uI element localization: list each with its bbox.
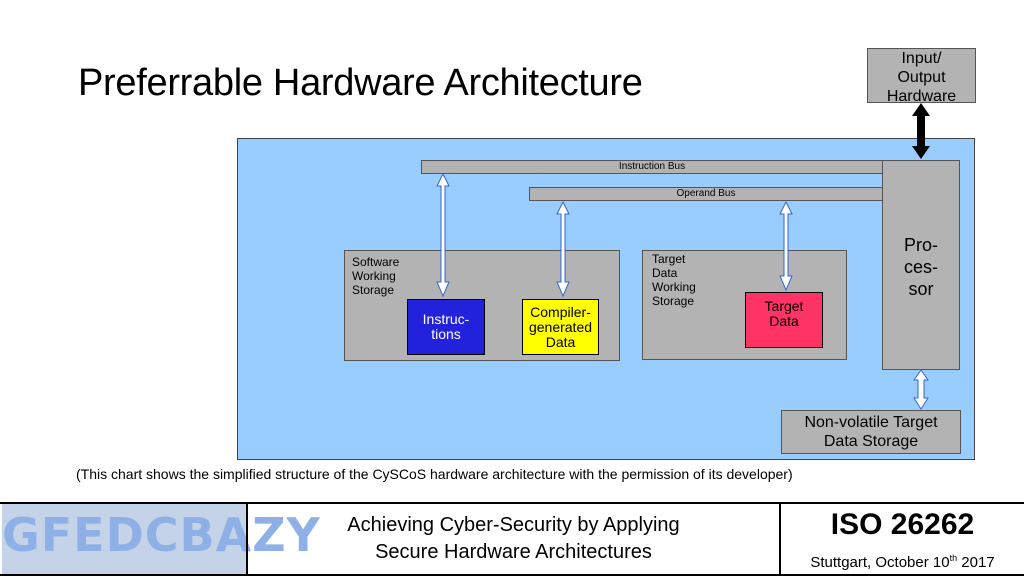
arrow-operand-bus-compiler-data: [556, 200, 570, 298]
footer-iso-label: ISO 26262: [830, 508, 975, 541]
non-volatile-target-data-storage: Non-volatile Target Data Storage: [781, 410, 961, 454]
processor: [882, 160, 960, 370]
input-output-hardware: Input/ Output Hardware: [867, 48, 976, 105]
instructions-block: Instruc- tions: [407, 299, 485, 355]
logo: GFEDCBAZY: [2, 508, 321, 562]
arrow-io-processor: [912, 103, 930, 159]
arrow-instruction-bus-instructions: [436, 172, 450, 298]
footer-date-prefix: Stuttgart, October 10: [810, 554, 950, 571]
slide-title: Preferrable Hardware Architecture: [78, 62, 643, 104]
footer-presentation-title: Achieving Cyber-Security by Applying Sec…: [347, 514, 680, 563]
footer-date: Stuttgart, October 10th 2017: [781, 548, 1024, 573]
target-data-working-storage-label: Target Data Working Storage: [652, 252, 696, 308]
arrow-operand-bus-target-data: [779, 200, 793, 292]
footer-divider: [246, 504, 248, 574]
chart-caption: (This chart shows the simplified structu…: [76, 466, 793, 482]
operand-bus: Operand Bus: [529, 187, 883, 201]
target-data-block: Target Data: [745, 292, 823, 348]
software-working-storage-label: Software Working Storage: [352, 255, 400, 297]
logo-background: [2, 504, 246, 574]
instruction-bus: Instruction Bus: [421, 160, 883, 174]
processor-label: Pro- ces- sor: [903, 235, 938, 299]
footer-bar: [0, 502, 1024, 576]
footer-divider: [779, 504, 781, 574]
arrow-processor-storage: [913, 369, 929, 410]
compiler-data-block: Compiler- generated Data: [522, 299, 599, 355]
footer-date-sup: th: [949, 553, 958, 563]
footer-date-suffix: 2017: [957, 554, 995, 571]
